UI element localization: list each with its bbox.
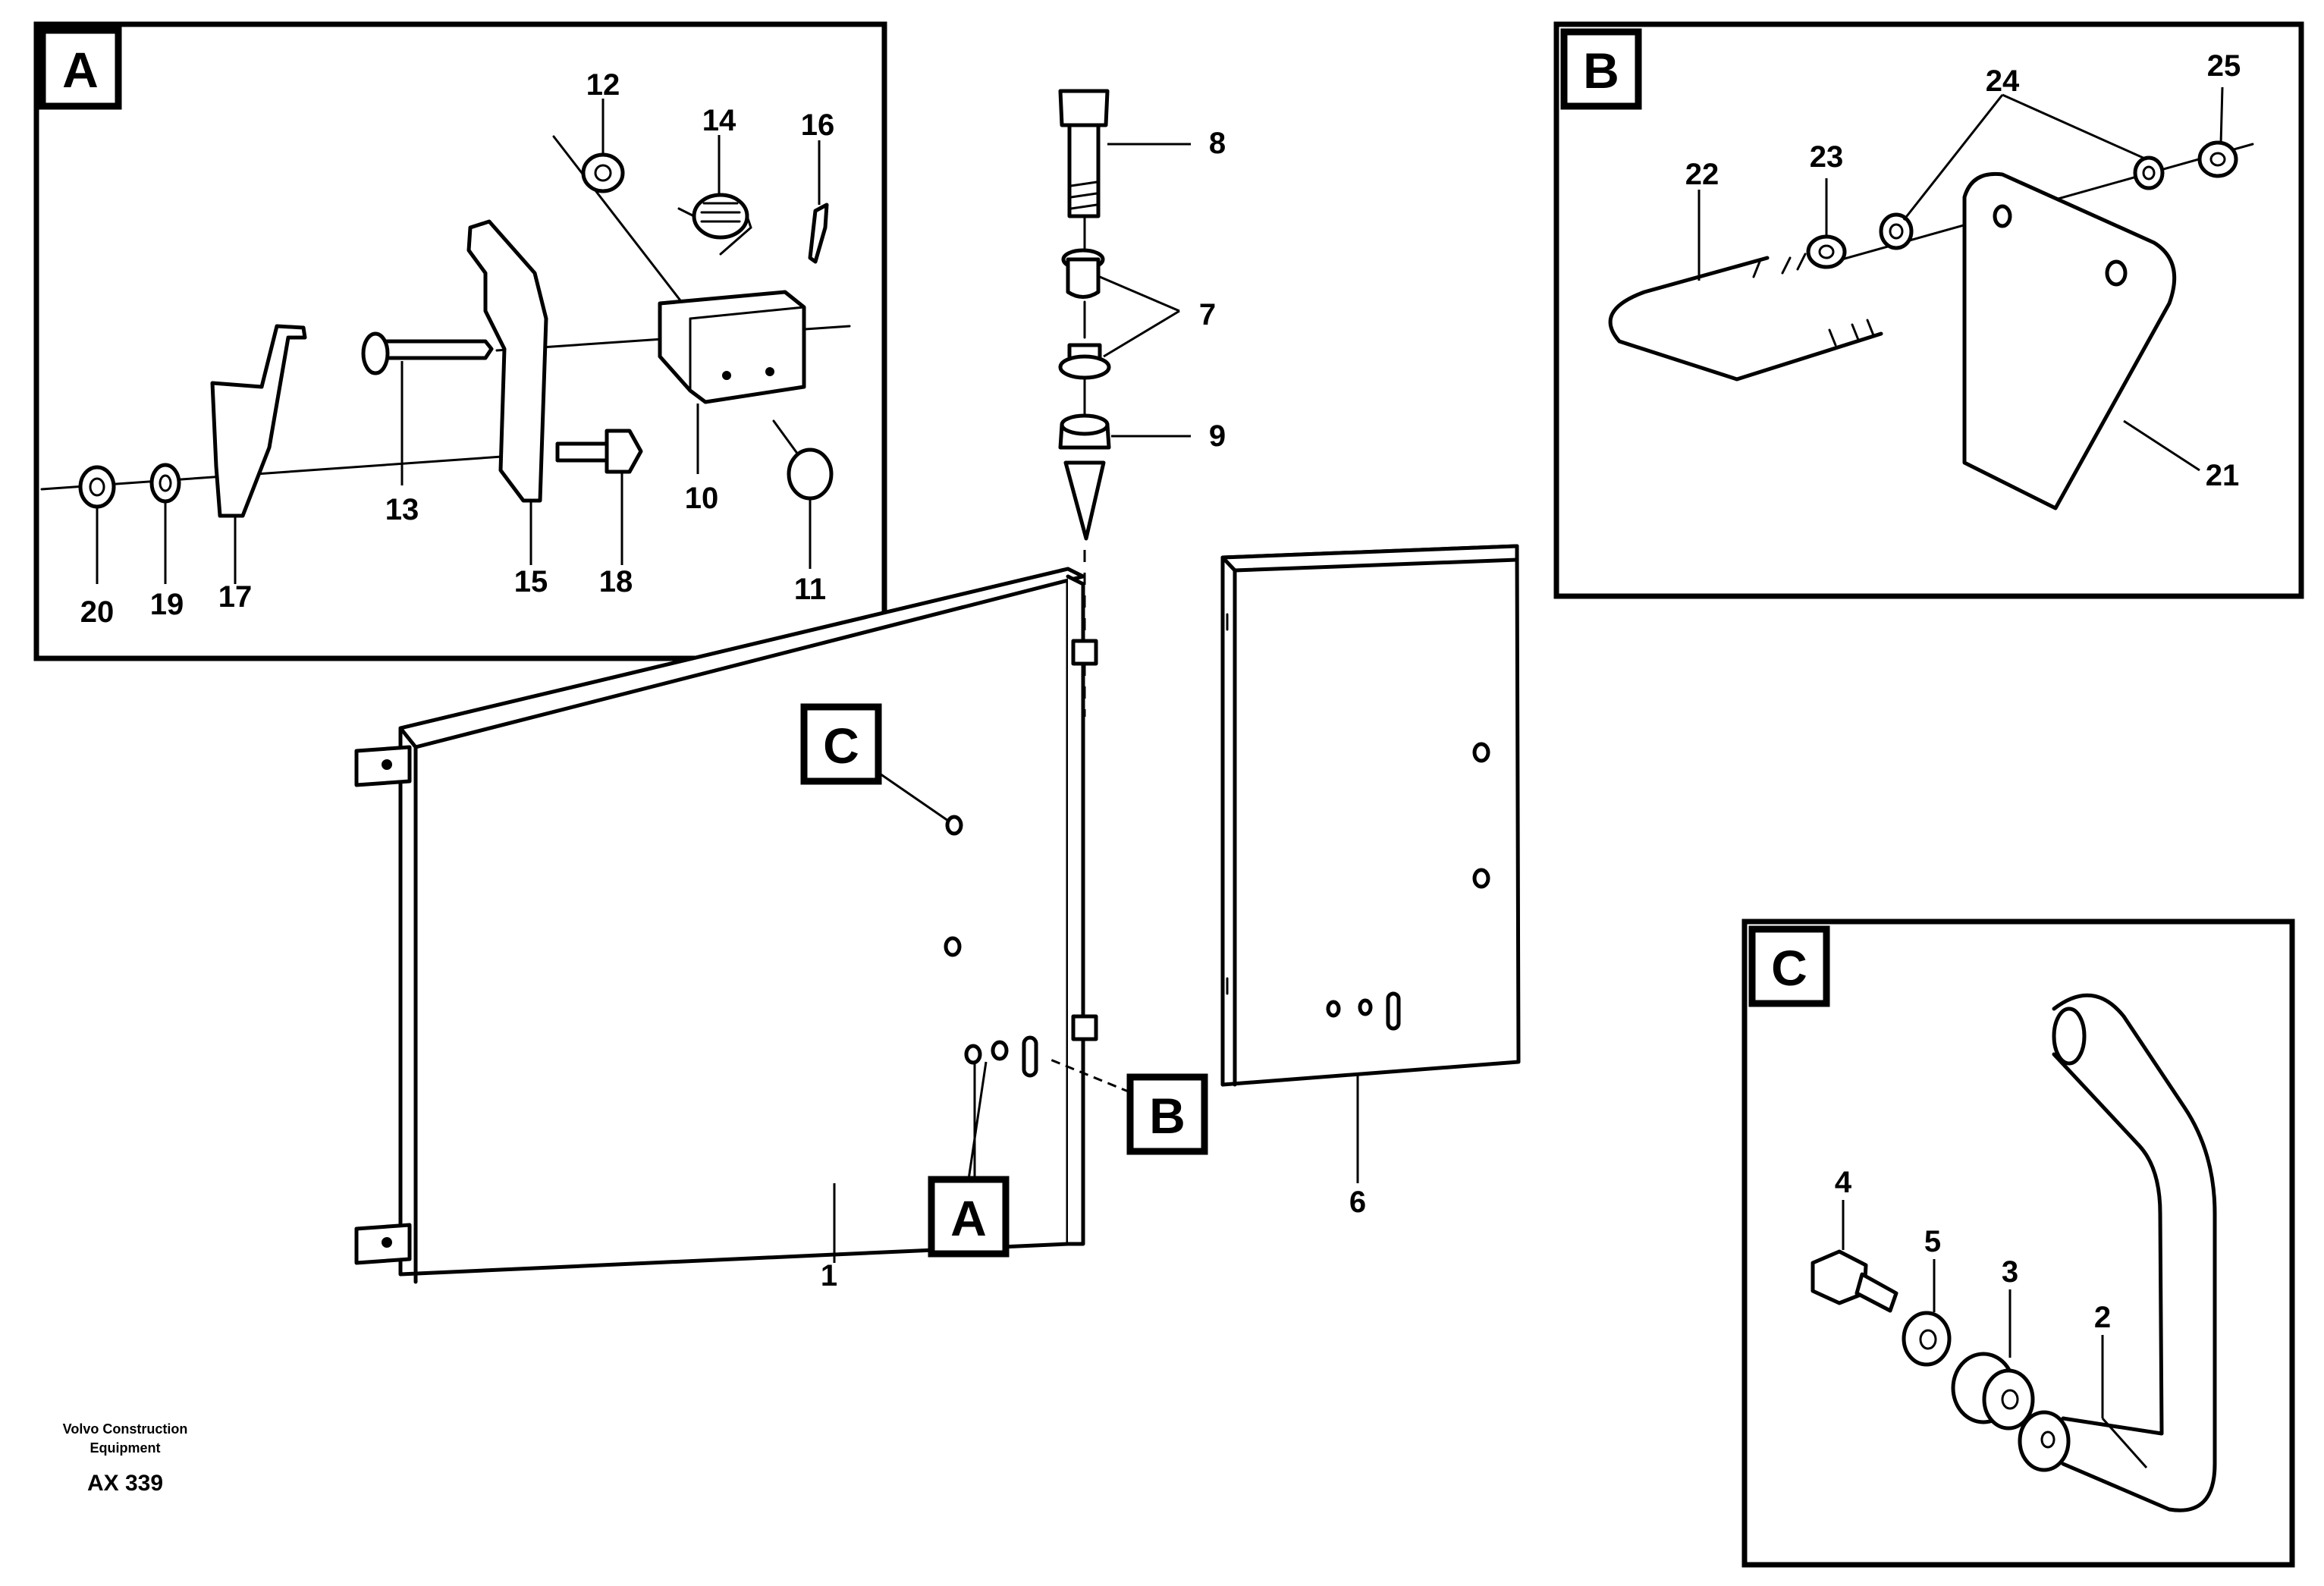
detail-a-tag xyxy=(39,27,122,110)
callout-c-label: C xyxy=(823,718,859,774)
washer-24b xyxy=(2133,155,2165,190)
nut-9 xyxy=(1058,413,1111,450)
cotter-pin-16 xyxy=(808,203,829,264)
bolt-8 xyxy=(1058,89,1110,218)
label-16: 16 xyxy=(801,108,835,142)
detail-b-label: B xyxy=(1583,42,1619,99)
detail-b-frame xyxy=(1553,21,2304,599)
bushing-7-upper xyxy=(1061,248,1105,299)
label-18: 18 xyxy=(599,565,633,598)
washer-19 xyxy=(149,463,181,504)
latch-hole-2 xyxy=(991,1040,1009,1061)
label-25: 25 xyxy=(2207,49,2241,83)
label-21: 21 xyxy=(2206,459,2240,492)
plate-21 xyxy=(1962,171,2177,510)
label-9: 9 xyxy=(1209,419,1226,453)
callout-a-box xyxy=(928,1176,1010,1258)
detail-a-frame xyxy=(33,21,887,661)
label-15: 15 xyxy=(514,565,548,598)
callout-c-box xyxy=(800,703,882,785)
callout-a-label: A xyxy=(950,1190,987,1246)
drawing-id: AX 339 xyxy=(87,1471,163,1496)
handle-hole-lower xyxy=(944,936,962,957)
bracket-17 xyxy=(210,324,307,518)
label-7: 7 xyxy=(1199,298,1216,331)
label-23: 23 xyxy=(1810,140,1844,174)
bushing-3 xyxy=(1951,1352,2035,1431)
label-13: 13 xyxy=(385,493,419,526)
housing-10 xyxy=(658,290,806,404)
nut-20 xyxy=(78,465,116,509)
nut-25 xyxy=(2197,140,2238,178)
direction-arrow xyxy=(1063,460,1106,541)
door-panel-1: C A B 1 xyxy=(354,567,1208,1292)
label-10: 10 xyxy=(685,482,719,515)
door-panel-6: 6 xyxy=(1220,544,1521,1219)
u-bolt-22 xyxy=(1608,253,1883,382)
drawing-footer: Volvo Construction Equipment AX 339 xyxy=(63,1421,188,1496)
company-line-1: Volvo Construction xyxy=(63,1421,188,1437)
label-20: 20 xyxy=(80,595,115,629)
pin-13 xyxy=(361,331,494,375)
label-22: 22 xyxy=(1685,158,1719,191)
washer-5 xyxy=(1902,1311,1952,1367)
latch-hole-1 xyxy=(964,1044,982,1065)
label-2: 2 xyxy=(2094,1301,2111,1334)
hinge-stack: 8 7 9 xyxy=(1058,89,1226,717)
label-11: 11 xyxy=(794,573,826,606)
detail-a-panel: A xyxy=(33,21,887,661)
detail-b-panel: B 21 xyxy=(1553,21,2304,599)
company-line-2: Equipment xyxy=(90,1440,161,1456)
axis-line-lower xyxy=(40,454,525,491)
detail-c-label: C xyxy=(1771,940,1807,996)
detail-c-frame xyxy=(1741,919,2295,1568)
label-24: 24 xyxy=(1986,64,2020,98)
label-3: 3 xyxy=(2002,1255,2018,1289)
detail-a-label: A xyxy=(62,42,99,98)
detail-b-tag xyxy=(1560,28,1642,110)
label-12: 12 xyxy=(586,68,620,102)
bushing-7-lower xyxy=(1058,343,1111,380)
callout-b-label: B xyxy=(1149,1088,1186,1144)
spring-14 xyxy=(677,193,752,256)
label-5: 5 xyxy=(1924,1225,1941,1258)
label-19: 19 xyxy=(150,588,184,621)
nut-23 xyxy=(1806,234,1847,269)
label-14: 14 xyxy=(702,104,736,137)
bolt-4 xyxy=(1811,1249,1898,1313)
detail-c-panel: C 4 5 3 2 xyxy=(1741,919,2295,1568)
knob-11 xyxy=(772,419,834,501)
detail-c-tag xyxy=(1748,925,1830,1007)
label-17: 17 xyxy=(218,580,253,614)
callout-b-box xyxy=(1126,1073,1208,1155)
label-4: 4 xyxy=(1835,1166,1852,1199)
nut-12 xyxy=(581,152,625,193)
bolt-18 xyxy=(555,429,643,474)
axis-line-diagonal xyxy=(552,135,684,305)
latch-slot xyxy=(1022,1035,1038,1078)
washer-24a xyxy=(1879,212,1914,250)
label-6: 6 xyxy=(1349,1186,1366,1219)
latch-plate-15 xyxy=(466,219,548,503)
label-8: 8 xyxy=(1209,127,1226,160)
handle-hole-upper xyxy=(945,815,963,836)
label-1: 1 xyxy=(821,1259,837,1292)
